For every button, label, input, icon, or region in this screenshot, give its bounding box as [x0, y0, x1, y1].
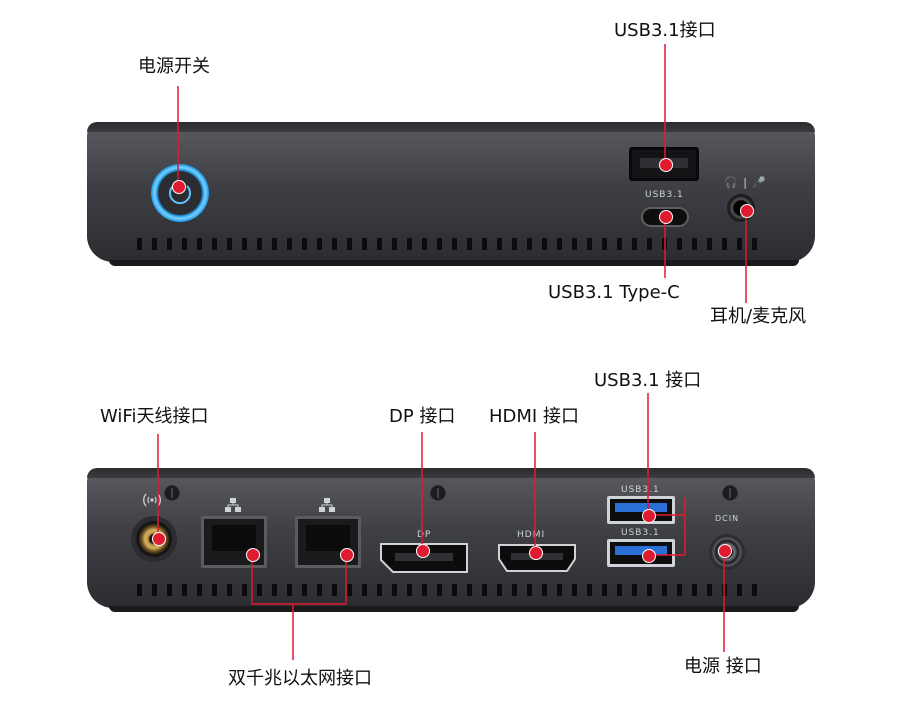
power-button-marker	[172, 180, 186, 194]
hdmi-marker	[529, 546, 543, 560]
wifi-antenna-label: WiFi天线接口	[100, 406, 209, 427]
rear-vents	[137, 584, 765, 596]
rear-lid	[87, 468, 815, 478]
ethernet-port-2-inner	[306, 525, 350, 551]
usb-port-top[interactable]	[607, 496, 675, 524]
usb-bottom-engraving: USB3.1	[621, 528, 660, 538]
lan-icon	[225, 498, 241, 512]
dp-label: DP 接口	[389, 406, 456, 427]
dp-marker	[416, 544, 430, 558]
wifi-antenna-marker	[152, 532, 166, 546]
usb-a-label: USB3.1接口	[614, 20, 716, 41]
ethernet-port-1-inner	[212, 525, 256, 551]
rear-device: DP HDMI USB3.1 USB3.1 DCIN	[87, 468, 815, 612]
usb-ports-label: USB3.1 接口	[594, 370, 702, 391]
usb-port-bottom[interactable]	[607, 539, 675, 567]
usb-bottom-marker	[642, 549, 656, 563]
front-lid	[87, 122, 815, 132]
audio-jack-marker	[740, 204, 754, 218]
front-foot	[109, 260, 799, 266]
usb-a-marker	[659, 158, 673, 172]
ethernet-port-1[interactable]	[201, 516, 267, 568]
dcin-engraving: DCIN	[715, 514, 740, 523]
usb-top-engraving: USB3.1	[621, 485, 660, 495]
dp-engraving: DP	[417, 530, 432, 540]
power-port-label: 电源 接口	[684, 656, 762, 677]
power-switch-label: 电源开关	[138, 56, 210, 77]
front-vents	[137, 238, 765, 250]
ethernet-label: 双千兆以太网接口	[228, 668, 372, 689]
front-device: USB3.1 🎧 | 🎤	[87, 122, 815, 266]
dc-in-marker	[718, 544, 732, 558]
usb-port-top-tongue	[615, 503, 667, 512]
hdmi-label: HDMI 接口	[489, 406, 579, 427]
ethernet-1-marker	[246, 548, 260, 562]
rear-foot	[109, 606, 799, 612]
wifi-icon	[143, 493, 161, 507]
usb-c-marker	[659, 210, 673, 224]
lan-icon	[319, 498, 335, 512]
ground-screw-icon	[163, 484, 181, 502]
usb-c-engraving: USB3.1	[645, 190, 684, 200]
usb-port-bottom-tongue	[615, 546, 667, 555]
ground-screw-icon	[429, 484, 447, 502]
usb-c-label: USB3.1 Type-C	[548, 282, 680, 303]
usb-top-marker	[642, 509, 656, 523]
ground-screw-icon	[721, 484, 739, 502]
audio-engraving: 🎧 | 🎤	[724, 176, 768, 189]
hdmi-engraving: HDMI	[517, 530, 546, 540]
ethernet-2-marker	[340, 548, 354, 562]
audio-jack-label: 耳机/麦克风	[710, 306, 807, 327]
